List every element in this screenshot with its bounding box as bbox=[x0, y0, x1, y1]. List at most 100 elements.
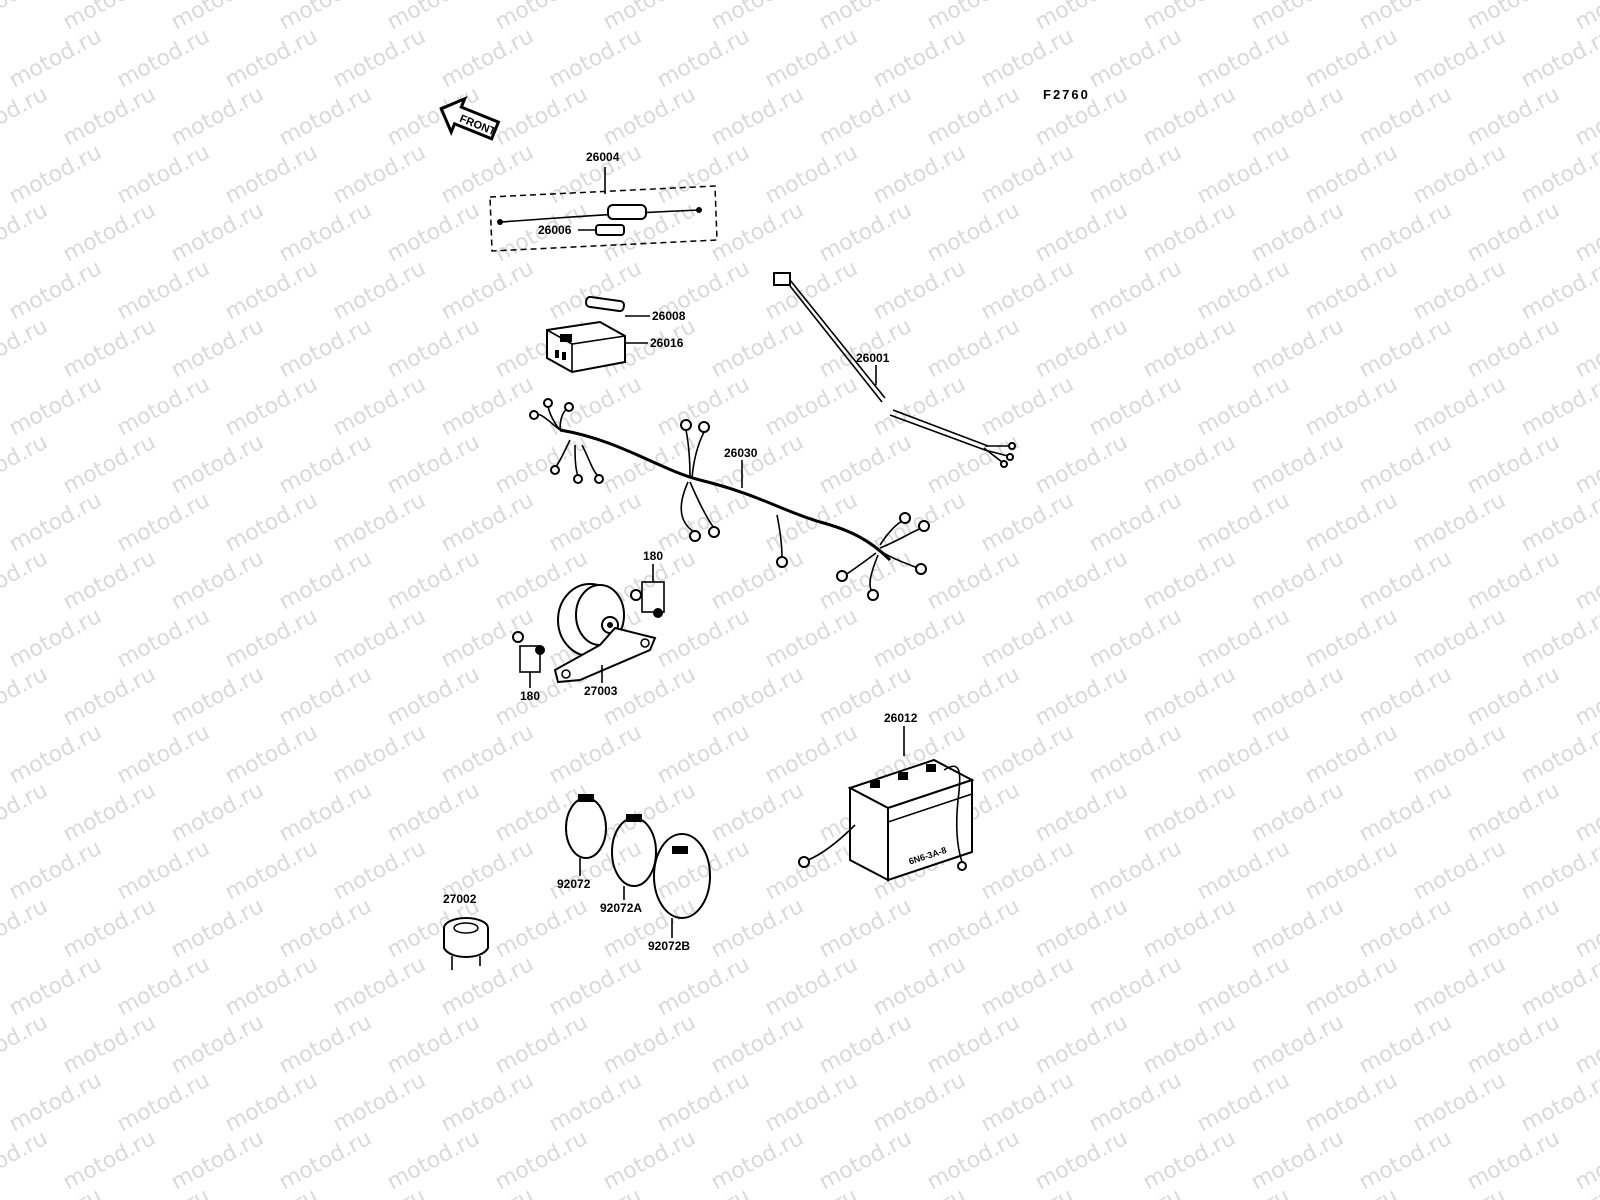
watermark-text: motod.ru bbox=[653, 952, 754, 1021]
watermark-text: motod.ru bbox=[761, 604, 862, 673]
watermark-text: motod.ru bbox=[221, 256, 322, 325]
watermark-text: motod.ru bbox=[761, 836, 862, 905]
watermark-text: motod.ru bbox=[383, 314, 484, 383]
battery-icon bbox=[887, 778, 973, 882]
watermark-text: motod.ru bbox=[707, 198, 808, 267]
watermark-text: motod.ru bbox=[1355, 1010, 1456, 1079]
watermark-text: motod.ru bbox=[167, 894, 268, 963]
watermark-text: motod.ru bbox=[761, 1184, 862, 1200]
watermark-text: motod.ru bbox=[1301, 24, 1402, 93]
watermark-text: motod.ru bbox=[545, 1184, 646, 1200]
watermark-text: motod.ru bbox=[1031, 430, 1132, 499]
watermark-text: motod.ru bbox=[1139, 894, 1240, 963]
watermark-text: motod.ru bbox=[1355, 546, 1456, 615]
watermark-text: motod.ru bbox=[545, 24, 646, 93]
watermark-text: motod.ru bbox=[221, 140, 322, 209]
watermark-text: motod.ru bbox=[545, 836, 646, 905]
watermark-text: motod.ru bbox=[491, 0, 592, 35]
fuse-holder-body bbox=[607, 204, 647, 220]
figure-code: F2760 bbox=[1043, 87, 1090, 102]
watermark-text: motod.ru bbox=[113, 952, 214, 1021]
watermark-text: motod.ru bbox=[1409, 1068, 1510, 1137]
watermark-text: motod.ru bbox=[275, 0, 376, 35]
watermark-text: motod.ru bbox=[383, 546, 484, 615]
callout-92072B: 92072B bbox=[648, 939, 690, 953]
watermark-text: motod.ru bbox=[1355, 662, 1456, 731]
watermark-text: motod.ru bbox=[761, 256, 862, 325]
watermark-text: motod.ru bbox=[1247, 1126, 1348, 1195]
watermark-text: motod.ru bbox=[1517, 720, 1600, 789]
watermark-text: motod.ru bbox=[599, 1010, 700, 1079]
watermark-text: motod.ru bbox=[815, 894, 916, 963]
watermark-text: motod.ru bbox=[275, 778, 376, 847]
watermark-text: motod.ru bbox=[1517, 1068, 1600, 1137]
watermark-text: motod.ru bbox=[869, 24, 970, 93]
watermark-text: motod.ru bbox=[761, 1068, 862, 1137]
watermark-text: motod.ru bbox=[1247, 82, 1348, 151]
watermark-text: motod.ru bbox=[1463, 778, 1564, 847]
watermark-text: motod.ru bbox=[1139, 430, 1240, 499]
watermark-text: motod.ru bbox=[1247, 1010, 1348, 1079]
watermark-text: motod.ru bbox=[329, 1184, 430, 1200]
watermark-text: motod.ru bbox=[491, 894, 592, 963]
watermark-text: motod.ru bbox=[59, 894, 160, 963]
watermark-text: motod.ru bbox=[59, 82, 160, 151]
watermark-text: motod.ru bbox=[221, 720, 322, 789]
watermark-text: motod.ru bbox=[329, 488, 430, 557]
watermark-text: motod.ru bbox=[761, 720, 862, 789]
watermark-text: motod.ru bbox=[1139, 314, 1240, 383]
watermark-text: motod.ru bbox=[1193, 488, 1294, 557]
watermark-text: motod.ru bbox=[221, 604, 322, 673]
watermark-text: motod.ru bbox=[1139, 0, 1240, 35]
watermark-text: motod.ru bbox=[491, 430, 592, 499]
band-set: 92072 92072A 92072B bbox=[557, 794, 711, 953]
watermark-text: motod.ru bbox=[545, 1068, 646, 1137]
watermark-text: motod.ru bbox=[1193, 372, 1294, 441]
callout-26012: 26012 bbox=[884, 711, 918, 725]
watermark-text: motod.ru bbox=[815, 546, 916, 615]
watermark-text: motod.ru bbox=[1247, 778, 1348, 847]
watermark-text: motod.ru bbox=[977, 256, 1078, 325]
watermark-text: motod.ru bbox=[869, 372, 970, 441]
watermark-text: motod.ru bbox=[869, 604, 970, 673]
watermark-text: motod.ru bbox=[599, 82, 700, 151]
watermark-text: motod.ru bbox=[1301, 720, 1402, 789]
watermark-text: motod.ru bbox=[653, 720, 754, 789]
watermark-text: motod.ru bbox=[1139, 546, 1240, 615]
watermark-text: motod.ru bbox=[1301, 1184, 1402, 1200]
watermark-text: motod.ru bbox=[1571, 778, 1600, 847]
watermark-text: motod.ru bbox=[1571, 894, 1600, 963]
watermark-text: motod.ru bbox=[1301, 1068, 1402, 1137]
watermark-text: motod.ru bbox=[167, 662, 268, 731]
watermark-text: motod.ru bbox=[329, 604, 430, 673]
watermark-text: motod.ru bbox=[113, 1068, 214, 1137]
watermark-text: motod.ru bbox=[707, 430, 808, 499]
watermark-text: motod.ru bbox=[0, 894, 52, 963]
watermark-text: motod.ru bbox=[1409, 952, 1510, 1021]
watermark-text: motod.ru bbox=[1409, 24, 1510, 93]
watermark-text: motod.ru bbox=[923, 894, 1024, 963]
watermark-text: motod.ru bbox=[977, 1068, 1078, 1137]
watermark-text: motod.ru bbox=[1355, 314, 1456, 383]
callout-27002: 27002 bbox=[443, 892, 477, 906]
watermark-text: motod.ru bbox=[1031, 0, 1132, 35]
watermark-text: motod.ru bbox=[1301, 952, 1402, 1021]
callout-180-upper: 180 bbox=[643, 549, 663, 563]
watermark-text: motod.ru bbox=[1409, 1184, 1510, 1200]
watermark-text: motod.ru bbox=[1085, 836, 1186, 905]
watermark-text: motod.ru bbox=[761, 372, 862, 441]
watermark-text: motod.ru bbox=[707, 314, 808, 383]
watermark-text: motod.ru bbox=[167, 1126, 268, 1195]
horn-bracket bbox=[553, 626, 657, 684]
watermark-text: motod.ru bbox=[1193, 24, 1294, 93]
watermark-text: motod.ru bbox=[1085, 372, 1186, 441]
bolt-icon bbox=[512, 631, 524, 643]
watermark-text: motod.ru bbox=[1031, 198, 1132, 267]
watermark-text: motod.ru bbox=[1085, 1184, 1186, 1200]
watermark-text: motod.ru bbox=[329, 836, 430, 905]
watermark-text: motod.ru bbox=[0, 1010, 52, 1079]
watermark-text: motod.ru bbox=[653, 488, 754, 557]
watermark-text: motod.ru bbox=[1463, 314, 1564, 383]
watermark-text: motod.ru bbox=[59, 546, 160, 615]
